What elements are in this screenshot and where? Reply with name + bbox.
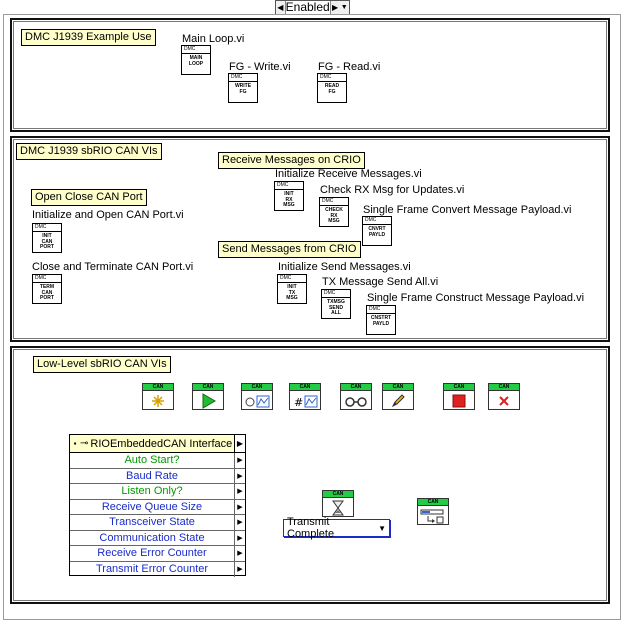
can-write-vi-icon[interactable]: CAN bbox=[382, 383, 414, 410]
vi-label: Main Loop.vi bbox=[182, 33, 245, 45]
chevron-right-icon: ▶ bbox=[234, 484, 245, 499]
cluster-row[interactable]: Receive Queue Size▶ bbox=[70, 499, 245, 515]
cluster-title: RIOEmbeddedCAN Interface bbox=[90, 437, 233, 450]
play-icon bbox=[202, 392, 216, 409]
vi-label: Initialize and Open CAN Port.vi bbox=[32, 209, 184, 221]
spark-icon bbox=[152, 394, 164, 407]
cluster-row[interactable]: Auto Start?▶ bbox=[70, 453, 245, 469]
vi-label: Close and Terminate CAN Port.vi bbox=[32, 261, 194, 273]
pencil-icon bbox=[391, 393, 405, 407]
config-wave-icon: # bbox=[294, 395, 318, 409]
chevron-right-icon[interactable]: ▶ bbox=[234, 435, 245, 452]
can-close-vi-icon[interactable]: CAN bbox=[488, 383, 520, 410]
chevron-down-icon[interactable]: ▼ bbox=[378, 523, 386, 533]
cluster-handle-icon: ▪ bbox=[73, 438, 77, 448]
cluster-row[interactable]: Listen Only?▶ bbox=[70, 484, 245, 500]
frame-label: DMC J1939 Example Use bbox=[21, 29, 156, 46]
chevron-right-icon: ▶ bbox=[234, 561, 245, 577]
can-open-vi-icon[interactable]: CAN bbox=[142, 383, 174, 410]
sbrio-can-vis-frame bbox=[10, 136, 610, 342]
can-config-vi-icon[interactable]: CAN bbox=[241, 383, 273, 410]
config-wave-icon bbox=[245, 395, 270, 407]
can-flush-vi-icon[interactable]: CAN bbox=[417, 498, 449, 525]
svg-text:#: # bbox=[294, 396, 303, 409]
buffer-clear-icon bbox=[420, 509, 444, 523]
vi-label: Check RX Msg for Updates.vi bbox=[320, 184, 465, 196]
chevron-down-icon[interactable]: ▼ bbox=[340, 4, 348, 11]
cluster-key-icon: ⊸ bbox=[80, 437, 89, 449]
close-icon bbox=[499, 395, 509, 406]
vi-label: Initialize Receive Messages.vi bbox=[275, 168, 422, 180]
section-label: Open Close CAN Port bbox=[31, 189, 147, 206]
frame-label: DMC J1939 sbRIO CAN VIs bbox=[16, 143, 162, 160]
cluster-row[interactable]: Baud Rate▶ bbox=[70, 468, 245, 484]
chevron-right-icon: ▶ bbox=[234, 453, 245, 468]
vi-label: Initialize Send Messages.vi bbox=[278, 261, 411, 273]
chevron-right-icon: ▶ bbox=[234, 468, 245, 483]
decrement-arrow-icon[interactable]: ◀ bbox=[277, 3, 284, 12]
section-label: Send Messages from CRIO bbox=[218, 241, 361, 258]
can-stop-vi-icon[interactable]: CAN bbox=[443, 383, 475, 410]
can-property-vi-icon[interactable]: CAN # bbox=[289, 383, 321, 410]
vi-label: TX Message Send All.vi bbox=[322, 276, 439, 288]
increment-arrow-icon[interactable]: ▶ bbox=[331, 3, 339, 12]
enum-value: Transmit Complete bbox=[287, 516, 335, 540]
section-label: Receive Messages on CRIO bbox=[218, 152, 365, 169]
chevron-right-icon: ▶ bbox=[234, 499, 245, 514]
example-use-frame bbox=[10, 18, 610, 132]
diagram-structure-frame bbox=[3, 14, 621, 620]
chevron-right-icon: ▶ bbox=[234, 515, 245, 530]
cluster-row[interactable]: Receive Error Counter▶ bbox=[70, 546, 245, 562]
glasses-icon bbox=[345, 396, 367, 407]
frame-label: Low-Level sbRIO CAN VIs bbox=[33, 356, 171, 373]
can-start-vi-icon[interactable]: CAN bbox=[192, 383, 224, 410]
diagram-disable-selector[interactable]: ◀ Enabled ▶ ▼ bbox=[275, 0, 350, 15]
chevron-right-icon: ▶ bbox=[234, 546, 245, 561]
hourglass-icon bbox=[332, 500, 344, 515]
vi-label: Single Frame Convert Message Payload.vi bbox=[363, 204, 572, 216]
cluster-row[interactable]: Transceiver State▶ bbox=[70, 515, 245, 531]
vi-label: FG - Read.vi bbox=[318, 61, 381, 73]
can-read-vi-icon[interactable]: CAN bbox=[340, 383, 372, 410]
selector-value: Enabled bbox=[284, 0, 331, 14]
rio-embedded-can-interface-cluster[interactable]: ▪ ⊸ RIOEmbeddedCAN Interface ▶ Auto Star… bbox=[69, 434, 246, 577]
vi-label: Single Frame Construct Message Payload.v… bbox=[367, 292, 585, 304]
cluster-row[interactable]: Communication State▶ bbox=[70, 530, 245, 546]
stop-icon bbox=[452, 394, 466, 407]
can-wait-event-vi-icon[interactable]: CAN bbox=[322, 490, 354, 517]
event-type-enum[interactable]: Transmit Complete ▼ bbox=[283, 516, 390, 540]
chevron-right-icon: ▶ bbox=[234, 530, 245, 545]
vi-label: FG - Write.vi bbox=[229, 61, 291, 73]
cluster-row[interactable]: Transmit Error Counter▶ bbox=[70, 561, 245, 577]
